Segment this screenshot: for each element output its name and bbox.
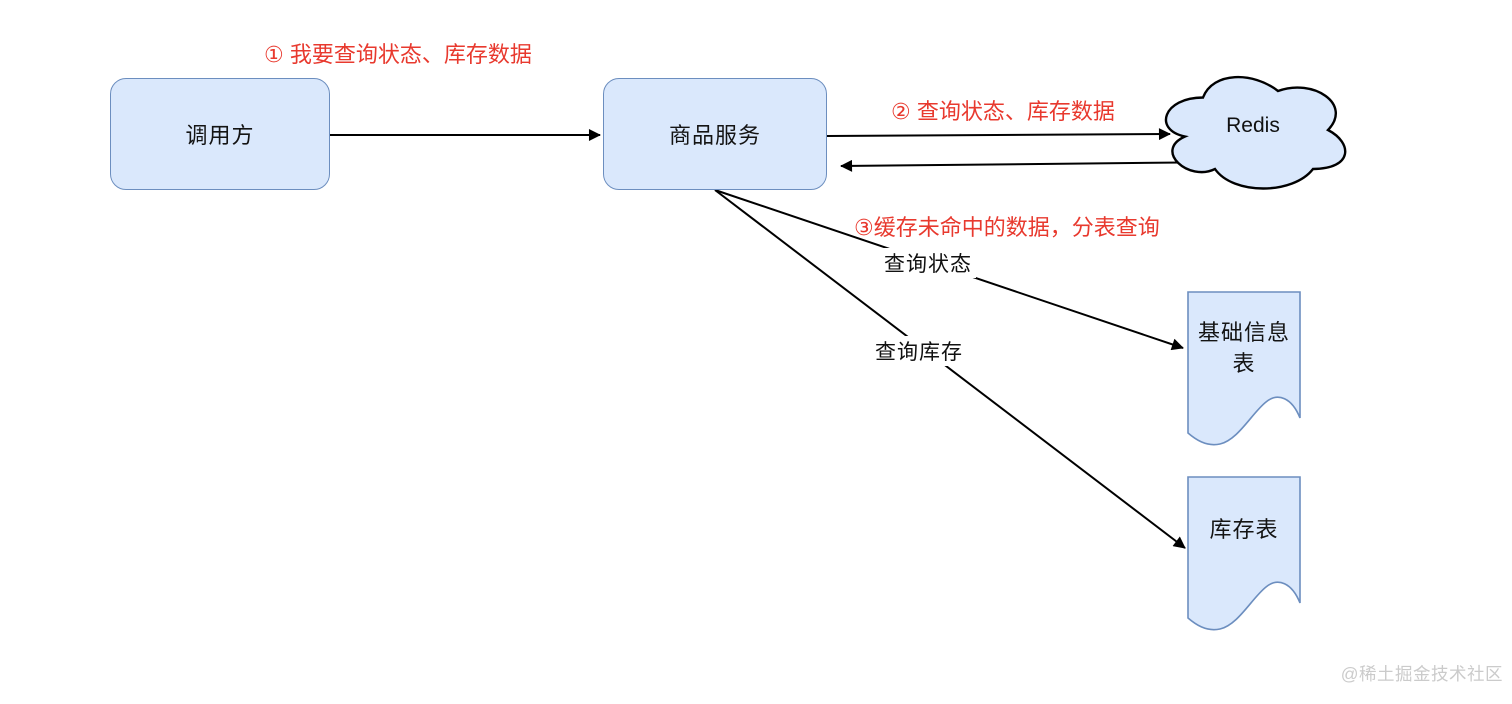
node-caller-label: 调用方 [185,123,255,148]
annotation-step1: ① 我要查询状态、库存数据 [264,42,532,67]
edge-redis-to-service [840,159,1236,172]
node-product-service: 商品服务 [603,78,827,190]
watermark: @稀土掘金技术社区 [1340,664,1503,684]
inventory-table-shape [1187,476,1301,631]
basic-info-table-label: 基础信息表 [1197,320,1290,376]
edge-service-to-redis [826,128,1171,141]
annotation-step2: ② 查询状态、库存数据 [891,99,1115,124]
basic-info-table-shape [1187,291,1301,446]
node-caller: 调用方 [110,78,330,190]
redis-cloud-shape [1164,75,1347,190]
edge-service-to-inventory [714,189,1186,549]
edge-label-query-inventory: 查询库存 [871,336,967,366]
annotation-step3: ③缓存未命中的数据，分表查询 [854,215,1160,240]
edge-label-query-status: 查询状态 [880,248,976,278]
node-product-service-label: 商品服务 [668,123,761,148]
inventory-table-label: 库存表 [1209,517,1279,542]
redis-label: Redis [1226,114,1280,137]
